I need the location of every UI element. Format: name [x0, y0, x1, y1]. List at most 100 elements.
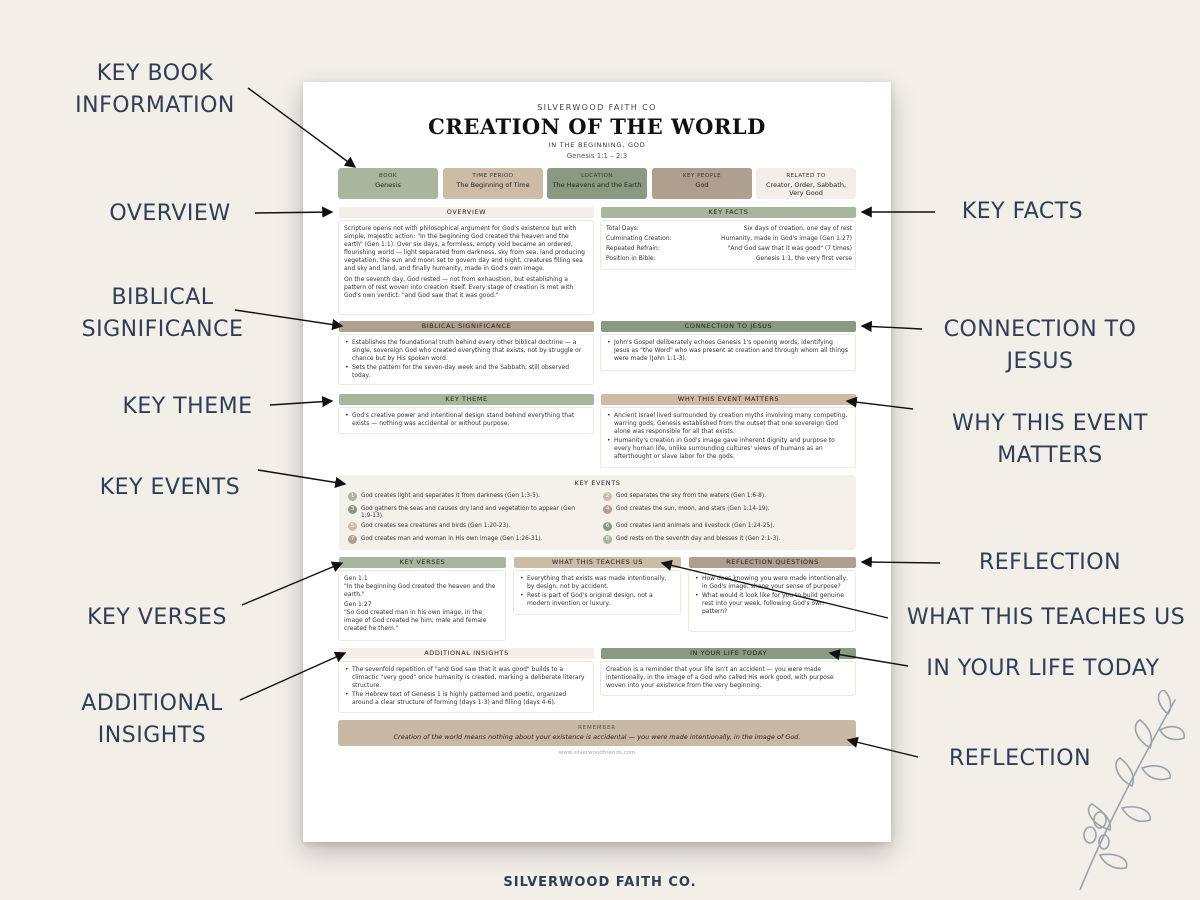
event-text: God separates the sky from the waters (G…: [616, 493, 766, 499]
list-item: Rest is part of God's original design, n…: [519, 592, 675, 608]
event-text: God creates man and woman in His own ima…: [361, 536, 543, 542]
info-box-value: The Heavens and the Earth: [552, 180, 642, 189]
olive-leaf: [1115, 757, 1135, 788]
callout-reflection-top: REFLECTION: [978, 550, 1122, 575]
overview-paragraph-2: On the seventh day, God rested — not fro…: [344, 276, 574, 299]
additional-insights-box: The sevenfold repetition of "and God saw…: [338, 661, 594, 713]
event-text: God rests on the seventh day and blesses…: [616, 536, 781, 542]
info-box-label: TIME PERIOD: [472, 173, 514, 179]
page-subtitle: IN THE BEGINNING, GOD: [548, 141, 646, 149]
callout-reflection-bottom: REFLECTION: [948, 746, 1092, 771]
olive-leaf: [1098, 853, 1128, 870]
what-this-teaches-us-box: Everything that exists was made intentio…: [513, 570, 681, 615]
key-fact-label: Culminating Creation:: [606, 235, 672, 242]
olive-fruit: [1083, 826, 1097, 844]
event-number-badge: 6: [603, 522, 612, 531]
additional-insights-heading: ADDITIONAL INSIGHTS: [339, 648, 594, 659]
olive-leaf: [1087, 803, 1112, 832]
scripture-reference: Genesis 1:1 – 2:3: [566, 152, 628, 160]
event-number-badge: 3: [348, 505, 357, 514]
key-fact-row: Repeated Refrain: "And God saw that it wa…: [606, 245, 852, 254]
callout-in-your-life-today: IN YOUR LIFE TODAY: [926, 656, 1160, 681]
event-number-badge: 5: [348, 522, 357, 531]
callout-connection-to-jesus: CONNECTION TO JESUS: [943, 317, 1137, 374]
key-events-heading: KEY EVENTS: [574, 479, 621, 487]
list-item: The Hebrew text of Genesis 1 is highly p…: [344, 691, 588, 707]
verse-reference: Gen 1:1: [344, 575, 368, 582]
key-theme-box: God's creative power and intentional des…: [338, 407, 594, 434]
event-text: God creates the sun, moon, and stars (Ge…: [616, 506, 770, 512]
info-box-book: BOOK Genesis: [338, 168, 438, 199]
callout-overview: OVERVIEW: [109, 201, 231, 226]
callout-why-this-event-matters: WHY THIS EVENT MATTERS: [952, 411, 1148, 468]
in-your-life-today-box: Creation is a reminder that your life is…: [600, 661, 856, 696]
key-fact-row: Culminating Creation:Humanity, made in G…: [606, 235, 852, 244]
olive-leaf: [1140, 765, 1171, 781]
callout-key-verses: KEY VERSES: [87, 605, 227, 630]
info-box-value: Genesis: [375, 180, 401, 189]
overview-box: Scripture opens not with philosophical a…: [338, 220, 594, 315]
verse-reference: Gen 1:27: [344, 601, 372, 608]
list-item: Establishes the foundational truth behin…: [344, 339, 588, 363]
why-this-event-matters-heading: WHY THIS EVENT MATTERS: [601, 394, 856, 405]
key-fact-row: Total Days:Six days of creation, one day…: [606, 225, 852, 234]
key-fact-value: Six days of creation, one day of rest: [743, 225, 852, 232]
info-box-location: LOCATION The Heavens and the Earth: [547, 168, 647, 199]
event-text: God creates land animals and livestock (…: [616, 523, 775, 529]
list-item: God's creative power and intentional des…: [344, 412, 588, 428]
event-number-badge: 1: [348, 492, 357, 501]
key-facts-heading: KEY FACTS: [601, 207, 856, 218]
website-url: www.silverwoodfriends.com: [558, 750, 636, 756]
key-events-panel: KEY EVENTS 1 God creates light and separa…: [339, 475, 856, 550]
overview-heading: OVERVIEW: [339, 207, 594, 218]
info-box-label: RELATED TO: [786, 173, 826, 179]
info-box-value: The Beginning of Time: [456, 180, 530, 189]
key-verses-heading: KEY VERSES: [339, 557, 506, 568]
callout-key-facts: KEY FACTS: [961, 199, 1084, 224]
key-fact-label: Repeated Refrain:: [606, 245, 660, 252]
key-facts-box: [600, 220, 856, 270]
callout-additional-insights: ADDITIONAL INSIGHTS: [81, 691, 223, 748]
callout-key-theme: KEY THEME: [122, 394, 253, 419]
connection-to-jesus-box: John's Gospel deliberately echoes Genesi…: [600, 334, 856, 371]
olive-leaf: [1158, 725, 1185, 741]
connection-to-jesus-heading: CONNECTION TO JESUS: [601, 321, 856, 332]
remember-label: REMEMBER: [578, 725, 616, 731]
callout-biblical-significance: BIBLICAL SIGNIFICANCE: [81, 285, 244, 342]
key-fact-row: Position in Bible:Genesis 1:1, the very …: [606, 255, 852, 264]
olive-leaf: [1134, 719, 1153, 750]
olive-fruit: [1093, 811, 1107, 829]
list-item: John's Gospel deliberately echoes Genesi…: [606, 339, 850, 363]
reflection-questions-heading: REFLECTION QUESTIONS: [689, 557, 856, 568]
info-box-value: God: [695, 180, 709, 189]
callout-key-events: KEY EVENTS: [99, 475, 241, 500]
info-box-label: LOCATION: [581, 173, 613, 179]
what-this-teaches-us-heading: WHAT THIS TEACHES US: [514, 557, 681, 568]
biblical-significance-box: Establishes the foundational truth behin…: [338, 334, 594, 385]
info-box-time-period: TIME PERIOD The Beginning of Time: [443, 168, 543, 199]
key-verses-box: Gen 1:1 "In the beginning God created th…: [338, 570, 506, 641]
info-box-label: BOOK: [379, 173, 397, 179]
event-text: God creates sea creatures and birds (Gen…: [361, 523, 511, 529]
event-number-badge: 4: [603, 505, 612, 514]
page-brand: SILVERWOOD FAITH CO: [537, 103, 657, 112]
callout-key-book-information: KEY BOOK INFORMATION: [75, 61, 235, 118]
remember-banner: REMEMBER Creation of the world means not…: [338, 720, 856, 746]
info-box-label: KEY PEOPLE: [682, 173, 722, 179]
page-title: CREATION OF THE WORLD: [428, 114, 766, 139]
remember-text: Creation of the world means nothing abou…: [393, 733, 801, 741]
key-facts-list: Total Days:Six days of creation, one day…: [606, 225, 852, 265]
info-box-related-to: RELATED TO Creator, Order, Sabbath, Very…: [756, 168, 856, 199]
key-fact-value: "And God saw that it was good" (7 times): [727, 245, 852, 252]
list-item: Ancient Israel lived surrounded by creat…: [606, 412, 850, 436]
overview-paragraph-1: Scripture opens not with philosophical a…: [344, 225, 585, 272]
list-item: Everything that exists was made intentio…: [519, 575, 675, 591]
why-this-event-matters-box: Ancient Israel lived surrounded by creat…: [600, 407, 856, 468]
in-your-life-today-heading: IN YOUR LIFE TODAY: [601, 648, 856, 659]
event-number-badge: 7: [348, 535, 357, 544]
branch-stem: [1079, 699, 1176, 890]
event-text: God creates light and separates it from …: [361, 493, 540, 499]
info-box-key-people: KEY PEOPLE God: [652, 168, 752, 199]
verse-text: "In the beginning God created the heaven…: [344, 583, 496, 598]
list-item: How does knowing you were made intention…: [694, 575, 850, 591]
